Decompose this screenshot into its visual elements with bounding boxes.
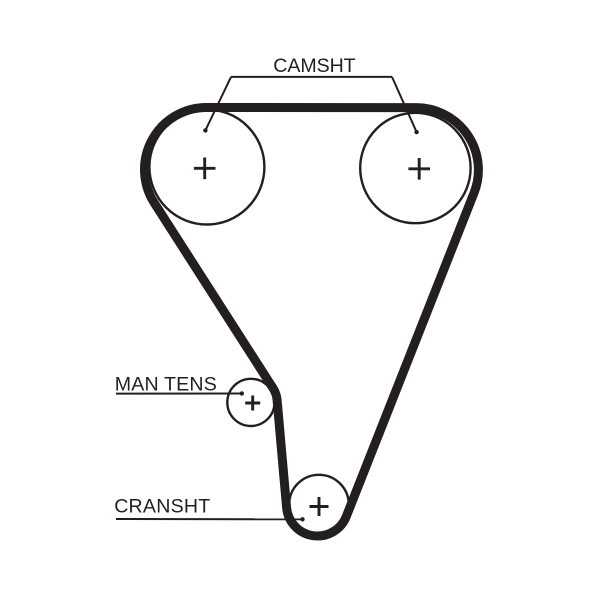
svg-text:CRANSHT: CRANSHT bbox=[114, 495, 210, 517]
svg-text:CAMSHT: CAMSHT bbox=[273, 55, 355, 77]
svg-text:MAN TENS: MAN TENS bbox=[115, 373, 217, 395]
